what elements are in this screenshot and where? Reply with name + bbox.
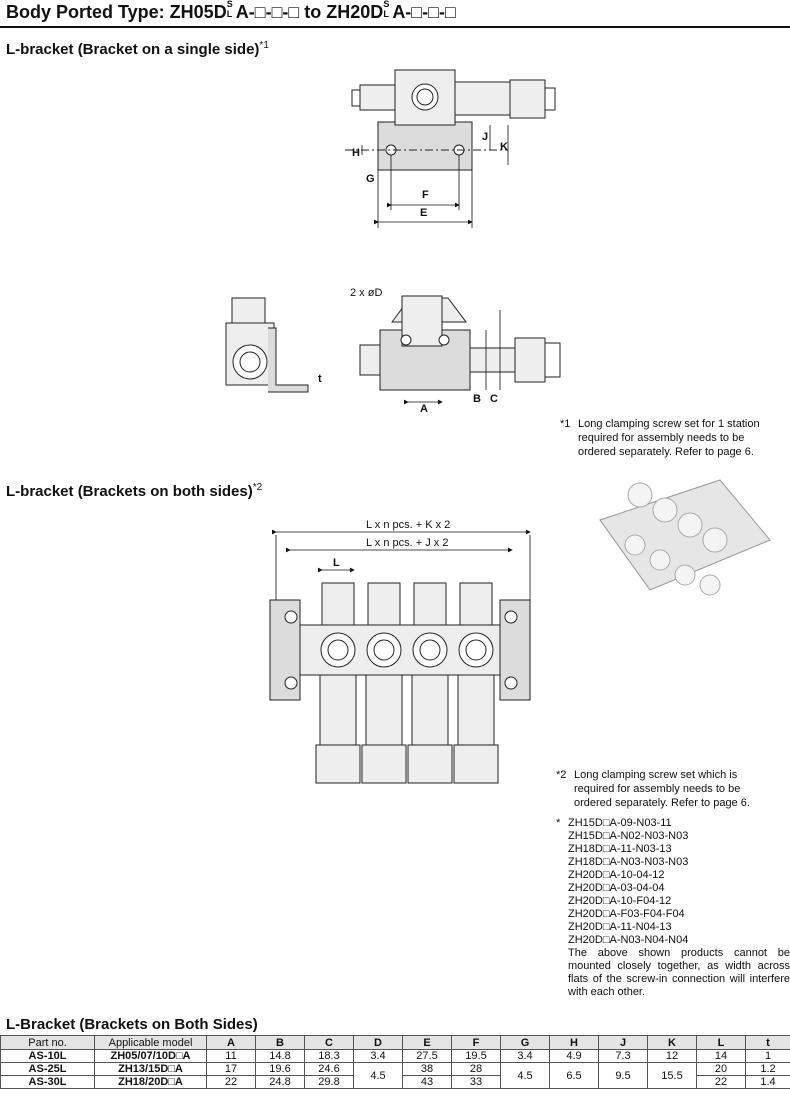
table-title: L-Bracket (Brackets on Both Sides) xyxy=(6,1016,258,1033)
dim-A: A xyxy=(420,403,428,415)
note-3: * ZH15D□A-09-N03-11 ZH15D□A-N02-N03-N03 … xyxy=(556,817,790,998)
title-rule xyxy=(0,26,790,28)
spec-table: Part no. Applicable model A B C D E F G … xyxy=(0,1035,790,1089)
table-row: AS-25L ZH13/15D□A 17 19.6 24.6 4.5 38 28… xyxy=(0,1062,790,1089)
table-header-row: Part no. Applicable model A B C D E F G … xyxy=(0,1035,790,1050)
page-title: Body Ported Type: ZH05D S L A-□-□-□ to Z… xyxy=(6,0,456,22)
section-title-both: L-bracket (Brackets on both sides)*2 xyxy=(6,482,263,500)
dim-D: 2 x øD xyxy=(350,287,382,299)
dim-G: G xyxy=(366,173,375,185)
dim-LK: L x n pcs. + K x 2 xyxy=(366,519,450,531)
dim-K: K xyxy=(500,141,508,153)
dim-B: B xyxy=(473,393,481,405)
dim-t: t xyxy=(318,373,322,385)
top-view-single xyxy=(345,69,556,171)
section-title-single: L-bracket (Bracket on a single side)*1 xyxy=(6,40,269,58)
product-photo xyxy=(599,479,771,596)
side-view-right xyxy=(359,295,561,391)
dim-J: J xyxy=(482,131,488,143)
dim-H: H xyxy=(352,147,360,159)
table-row: AS-30L ZH18/20D□A 22 24.8 29.8 43 33 22 … xyxy=(0,1075,790,1089)
manifold-both-sides xyxy=(269,582,531,784)
dim-C: C xyxy=(490,393,498,405)
note-1: *1 Long clamping screw set for 1 station… xyxy=(560,418,760,458)
table-row: AS-10L ZH05/07/10D□A 11 14.8 18.3 3.4 27… xyxy=(0,1049,790,1063)
dim-LJ: L x n pcs. + J x 2 xyxy=(366,537,448,549)
dim-F: F xyxy=(422,189,429,201)
dim-E: E xyxy=(420,207,427,219)
note-2: *2 Long clamping screw set which is requ… xyxy=(556,769,750,809)
side-view-left xyxy=(225,297,309,393)
dim-L: L xyxy=(333,557,340,569)
